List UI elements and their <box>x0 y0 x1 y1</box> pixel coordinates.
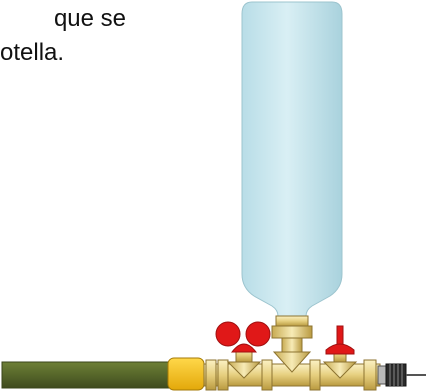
ball-valve-right <box>322 325 358 379</box>
caption-text: que se otella. <box>0 2 140 70</box>
tee-fitting <box>271 315 313 373</box>
inverted-bottle <box>241 1 343 317</box>
schrader-valve <box>377 363 426 387</box>
hose-coupler <box>167 357 205 391</box>
caption-line-2: otella. <box>0 39 65 66</box>
caption-line-1: que se <box>53 5 126 32</box>
ball-valve-left <box>215 321 271 379</box>
hose <box>1 361 171 389</box>
